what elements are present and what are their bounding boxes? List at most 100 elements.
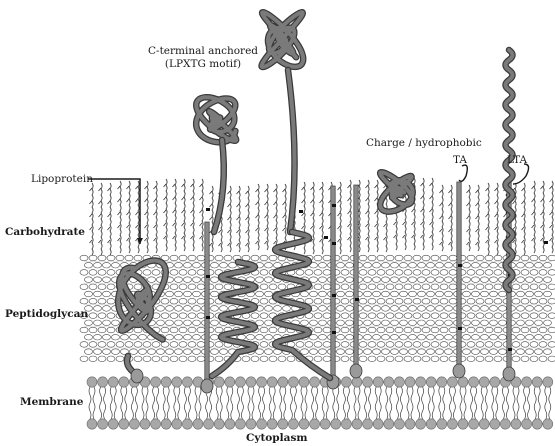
carbohydrate-chain — [248, 186, 249, 252]
carbohydrate-branch — [265, 202, 268, 205]
peptidoglycan-unit — [530, 284, 538, 290]
lipid-tail — [375, 403, 381, 419]
carbohydrate-branch — [274, 189, 277, 192]
lipid-tail — [89, 387, 95, 403]
peptidoglycan-unit — [463, 349, 471, 355]
lipid-tail — [524, 403, 530, 419]
peptidoglycan-unit — [188, 284, 196, 290]
carbohydrate-branch — [550, 212, 553, 215]
carbohydrate-branch — [237, 230, 240, 233]
peptidoglycan-unit — [112, 334, 120, 340]
carbohydrate-branch — [182, 210, 185, 213]
peptidoglycan-unit — [530, 313, 538, 319]
lipid-tail — [184, 387, 190, 403]
peptidoglycan-unit — [521, 356, 529, 362]
carbohydrate-branch — [108, 214, 111, 217]
peptidoglycan-unit — [215, 327, 223, 333]
peptidoglycan-unit — [341, 313, 349, 319]
peptidoglycan-unit — [346, 320, 354, 326]
carbohydrate-branch — [90, 201, 93, 204]
peptidoglycan-unit — [481, 306, 489, 312]
carbohydrate-branch — [375, 211, 378, 214]
carbohydrate-branch — [256, 189, 259, 192]
lipid-head — [225, 377, 235, 387]
peptidoglycan-unit — [485, 356, 493, 362]
lipid-tail — [375, 387, 381, 403]
peptidoglycan-unit — [197, 313, 205, 319]
peptidoglycan-unit — [494, 342, 502, 348]
peptidoglycan-unit — [517, 306, 525, 312]
peptidoglycan-unit — [89, 255, 97, 261]
carbohydrate-branch — [532, 212, 535, 215]
lipid-tail — [439, 387, 445, 403]
peptidoglycan-unit — [364, 291, 372, 297]
carbohydrate-branch — [200, 184, 203, 187]
peptidoglycan-unit — [112, 349, 120, 355]
peptidoglycan-unit — [548, 313, 555, 319]
peptidoglycan-unit — [544, 262, 552, 268]
lipid-tail — [259, 403, 265, 419]
charge-hydrophobic-label: Charge / hydrophobic — [366, 137, 482, 149]
carbohydrate-branch — [412, 209, 415, 212]
carbohydrate-branch — [449, 229, 452, 232]
lipid-head — [172, 377, 182, 387]
peptidoglycan-unit — [170, 313, 178, 319]
lipid-head — [532, 419, 542, 429]
peptidoglycan-unit — [184, 320, 192, 326]
peptidoglycan-unit — [476, 284, 484, 290]
carbohydrate-branch — [145, 186, 148, 189]
peptidoglycan-unit — [323, 313, 331, 319]
peptidoglycan-unit — [386, 298, 394, 304]
peptidoglycan-unit — [526, 306, 534, 312]
peptidoglycan-unit — [103, 349, 111, 355]
lipid-head — [288, 377, 298, 387]
peptidoglycan-unit — [188, 255, 196, 261]
carbohydrate-branch — [210, 217, 213, 220]
peptidoglycan-unit — [305, 342, 313, 348]
carbohydrate-chain — [368, 180, 369, 252]
peptidoglycan-unit — [386, 327, 394, 333]
peptidoglycan-unit — [341, 270, 349, 276]
carbohydrate-chain — [469, 185, 470, 251]
carbohydrate-branch — [495, 214, 498, 217]
phosphate-dot — [324, 236, 328, 239]
lipid-head — [108, 377, 118, 387]
phosphate-dot — [332, 331, 336, 334]
peptidoglycan-unit — [481, 277, 489, 283]
lipid-tail — [121, 387, 127, 403]
carbohydrate-branch — [366, 198, 369, 201]
peptidoglycan-unit — [220, 262, 228, 268]
peptidoglycan-unit — [166, 291, 174, 297]
peptidoglycan-unit — [409, 262, 417, 268]
lipid-head — [299, 377, 309, 387]
carbohydrate-chain — [285, 184, 286, 250]
peptidoglycan-unit — [431, 313, 439, 319]
lipid-tail — [354, 387, 360, 403]
lipid-tail — [237, 403, 243, 419]
carbohydrate-branch — [145, 225, 148, 228]
lipid-head — [416, 377, 426, 387]
carbohydrate-branch — [311, 226, 314, 229]
lipid-tail — [237, 387, 243, 403]
peptidoglycan-unit — [247, 334, 255, 340]
lipid-head — [246, 419, 256, 429]
peptidoglycan-unit — [197, 255, 205, 261]
peptidoglycan-unit — [364, 349, 372, 355]
peptidoglycan-unit — [494, 284, 502, 290]
carbohydrate-chain — [129, 181, 130, 253]
peptidoglycan-unit — [418, 306, 426, 312]
peptidoglycan-unit — [544, 320, 552, 326]
peptidoglycan-unit — [337, 334, 345, 340]
phosphate-dot — [544, 241, 548, 244]
peptidoglycan-unit — [436, 262, 444, 268]
peptidoglycan-unit — [211, 291, 219, 297]
lipid-tail — [481, 403, 487, 419]
peptidoglycan-unit — [265, 306, 273, 312]
peptidoglycan-unit — [184, 291, 192, 297]
peptidoglycan-unit — [386, 313, 394, 319]
carbohydrate-branch — [550, 225, 553, 228]
carbohydrate-branch — [348, 237, 351, 240]
peptidoglycan-unit — [98, 284, 106, 290]
peptidoglycan-unit — [431, 270, 439, 276]
peptidoglycan-unit — [80, 255, 88, 261]
